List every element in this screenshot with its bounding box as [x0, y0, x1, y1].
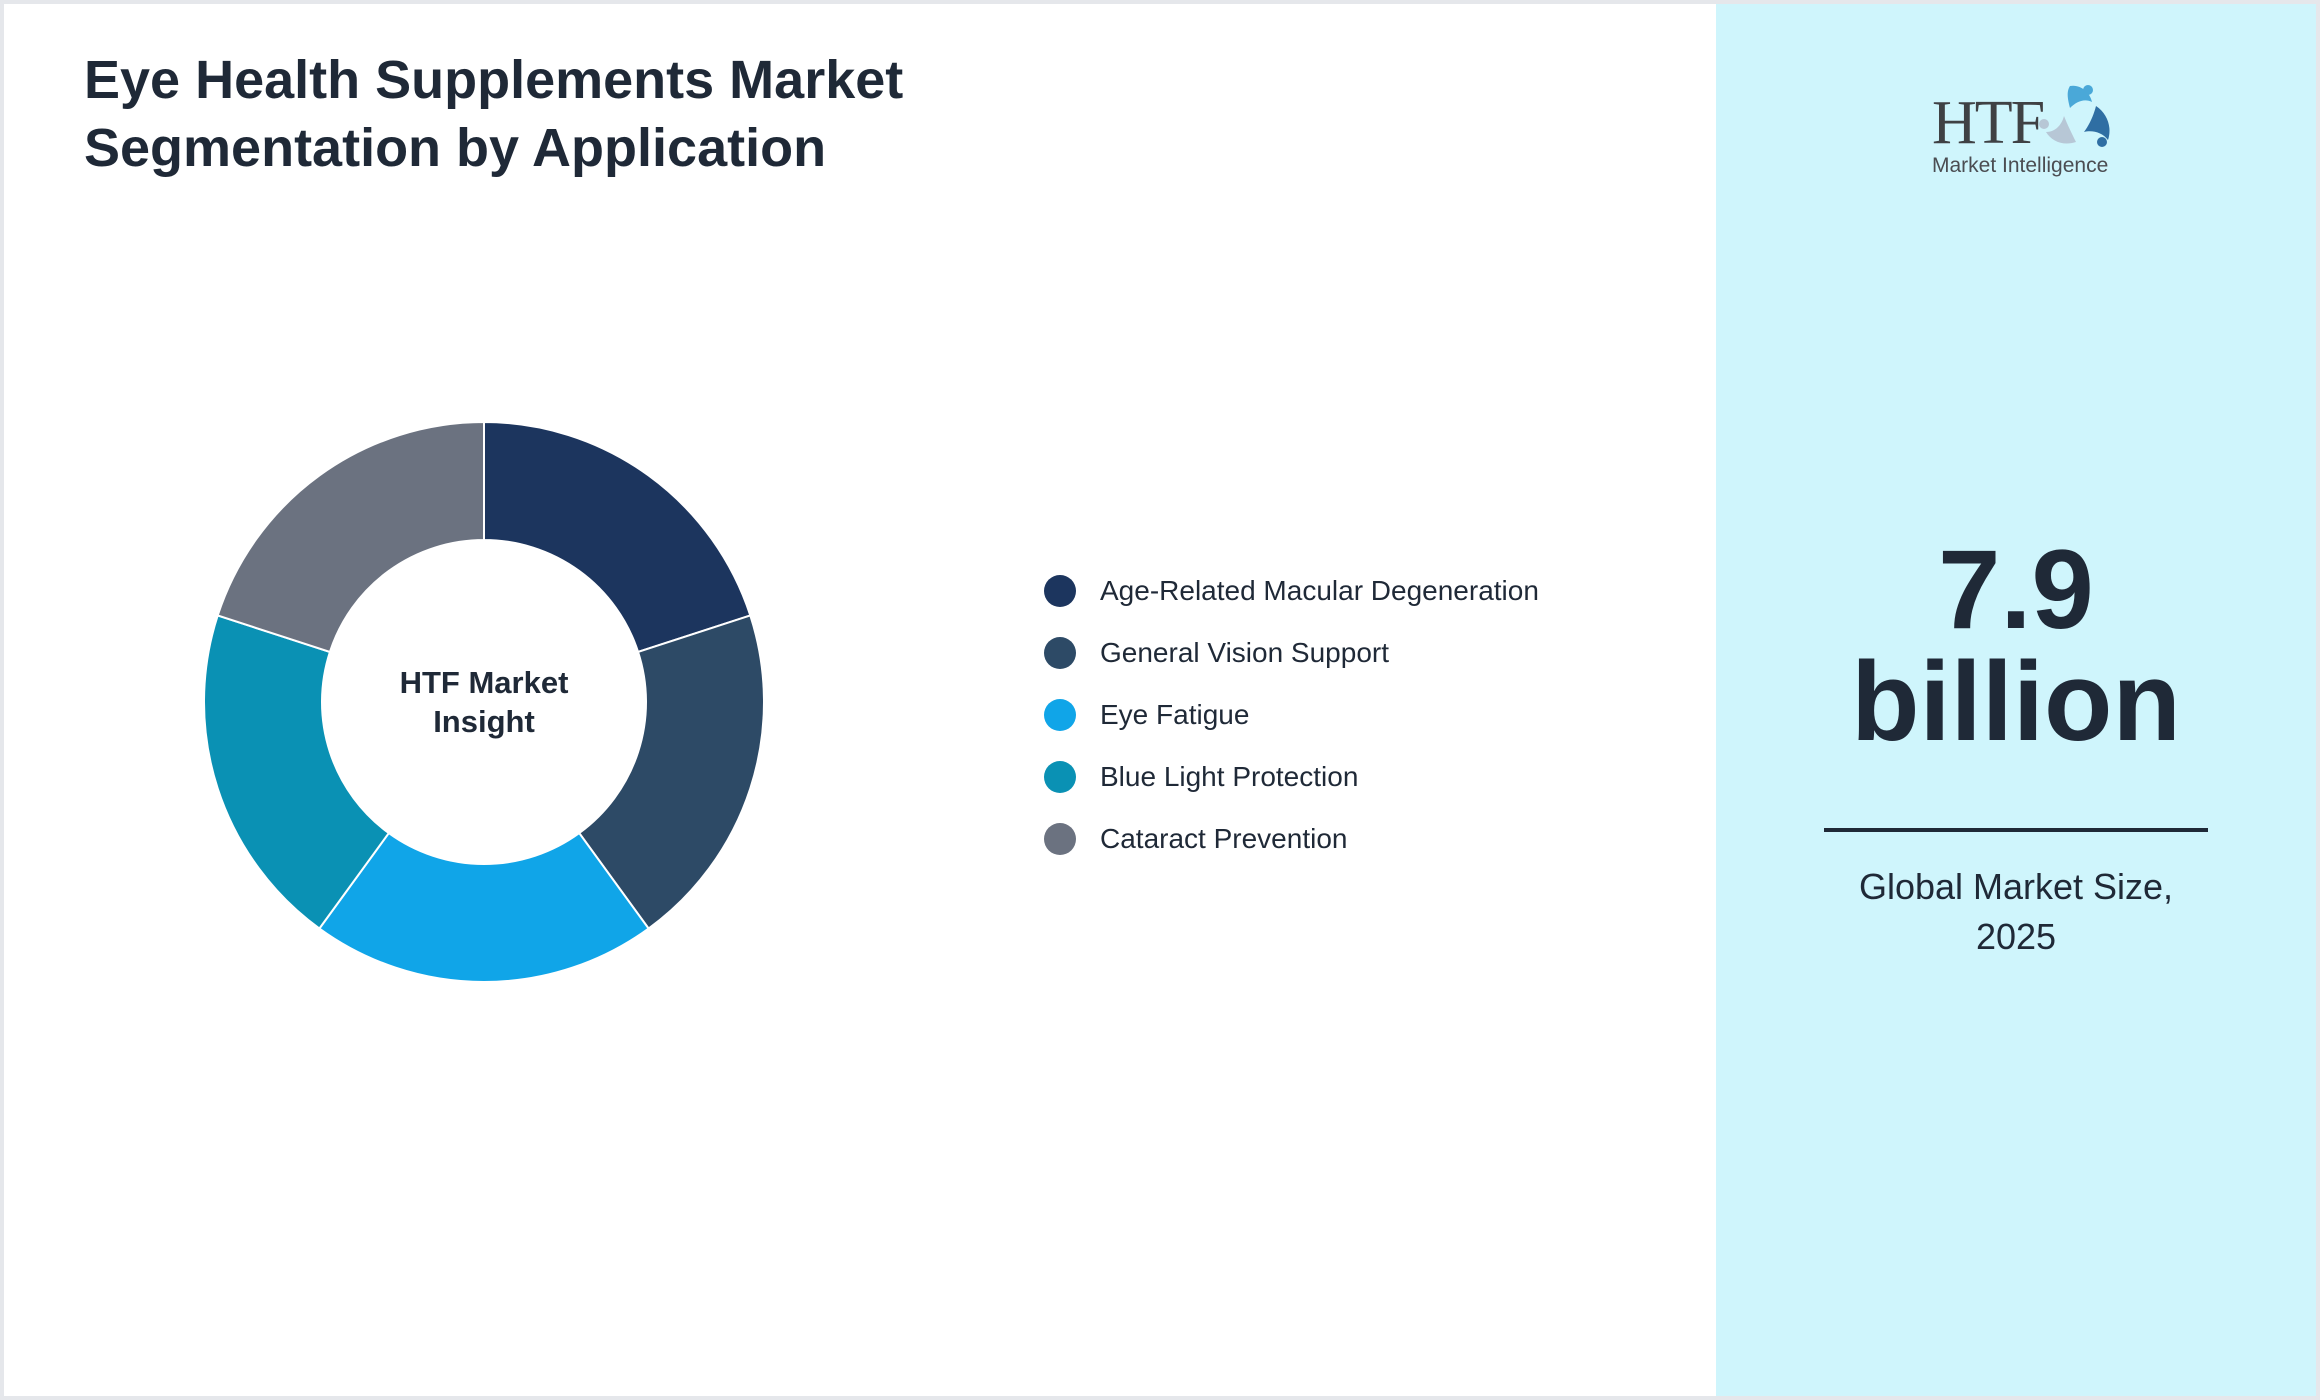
- donut-chart: HTF Market Insight: [200, 418, 768, 986]
- market-size-unit: billion: [1851, 639, 2181, 764]
- htf-logo: HTF Market Intelligence: [1928, 80, 2110, 190]
- market-size-number: 7.9: [1938, 527, 2094, 652]
- legend-label: General Vision Support: [1100, 637, 1389, 668]
- caption-line-1: Global Market Size,: [1858, 866, 2174, 907]
- logo-figures-icon: [2039, 85, 2110, 147]
- logo-subtitle: Market Intelligence: [1932, 154, 2109, 177]
- legend-item: Cataract Prevention: [1044, 808, 1539, 870]
- center-label-line-2: Insight: [433, 704, 535, 739]
- legend-item: Eye Fatigue: [1044, 684, 1539, 746]
- legend-dot-icon: [1044, 761, 1076, 793]
- panel-divider: [1824, 828, 2208, 832]
- center-label-line-1: HTF Market: [399, 665, 569, 700]
- legend-item: General Vision Support: [1044, 622, 1539, 684]
- page-title: Eye Health Supplements Market Segmentati…: [84, 46, 1084, 182]
- legend-dot-icon: [1044, 575, 1076, 607]
- legend-label: Age-Related Macular Degeneration: [1100, 575, 1539, 606]
- donut-segment: [577, 614, 765, 930]
- donut-segment: [483, 420, 752, 654]
- donut-segment: [318, 831, 650, 984]
- donut-center-label: HTF Market Insight: [200, 418, 768, 986]
- legend-dot-icon: [1044, 699, 1076, 731]
- chart-legend: Age-Related Macular Degeneration General…: [1044, 560, 1539, 870]
- market-size-caption: Global Market Size, 2025: [1716, 862, 2316, 962]
- market-size-value: 7.9 billion: [1716, 534, 2316, 758]
- legend-item: Age-Related Macular Degeneration: [1044, 560, 1539, 622]
- legend-item: Blue Light Protection: [1044, 746, 1539, 808]
- market-size-panel: HTF Market Intelligence 7.9 billion Glob…: [1716, 4, 2316, 1396]
- legend-label: Eye Fatigue: [1100, 699, 1250, 730]
- caption-line-2: 2025: [1975, 916, 2057, 957]
- donut-segment: [216, 420, 485, 654]
- legend-label: Cataract Prevention: [1100, 823, 1348, 854]
- logo-htf-text: HTF: [1932, 89, 2045, 157]
- donut-svg: [203, 420, 765, 984]
- legend-dot-icon: [1044, 637, 1076, 669]
- title-line-2: Segmentation by Application: [84, 118, 827, 178]
- legend-label: Blue Light Protection: [1100, 761, 1359, 792]
- page-frame: Eye Health Supplements Market Segmentati…: [4, 4, 2316, 1396]
- title-line-1: Eye Health Supplements Market: [84, 50, 904, 110]
- donut-segment: [203, 614, 391, 930]
- legend-dot-icon: [1044, 823, 1076, 855]
